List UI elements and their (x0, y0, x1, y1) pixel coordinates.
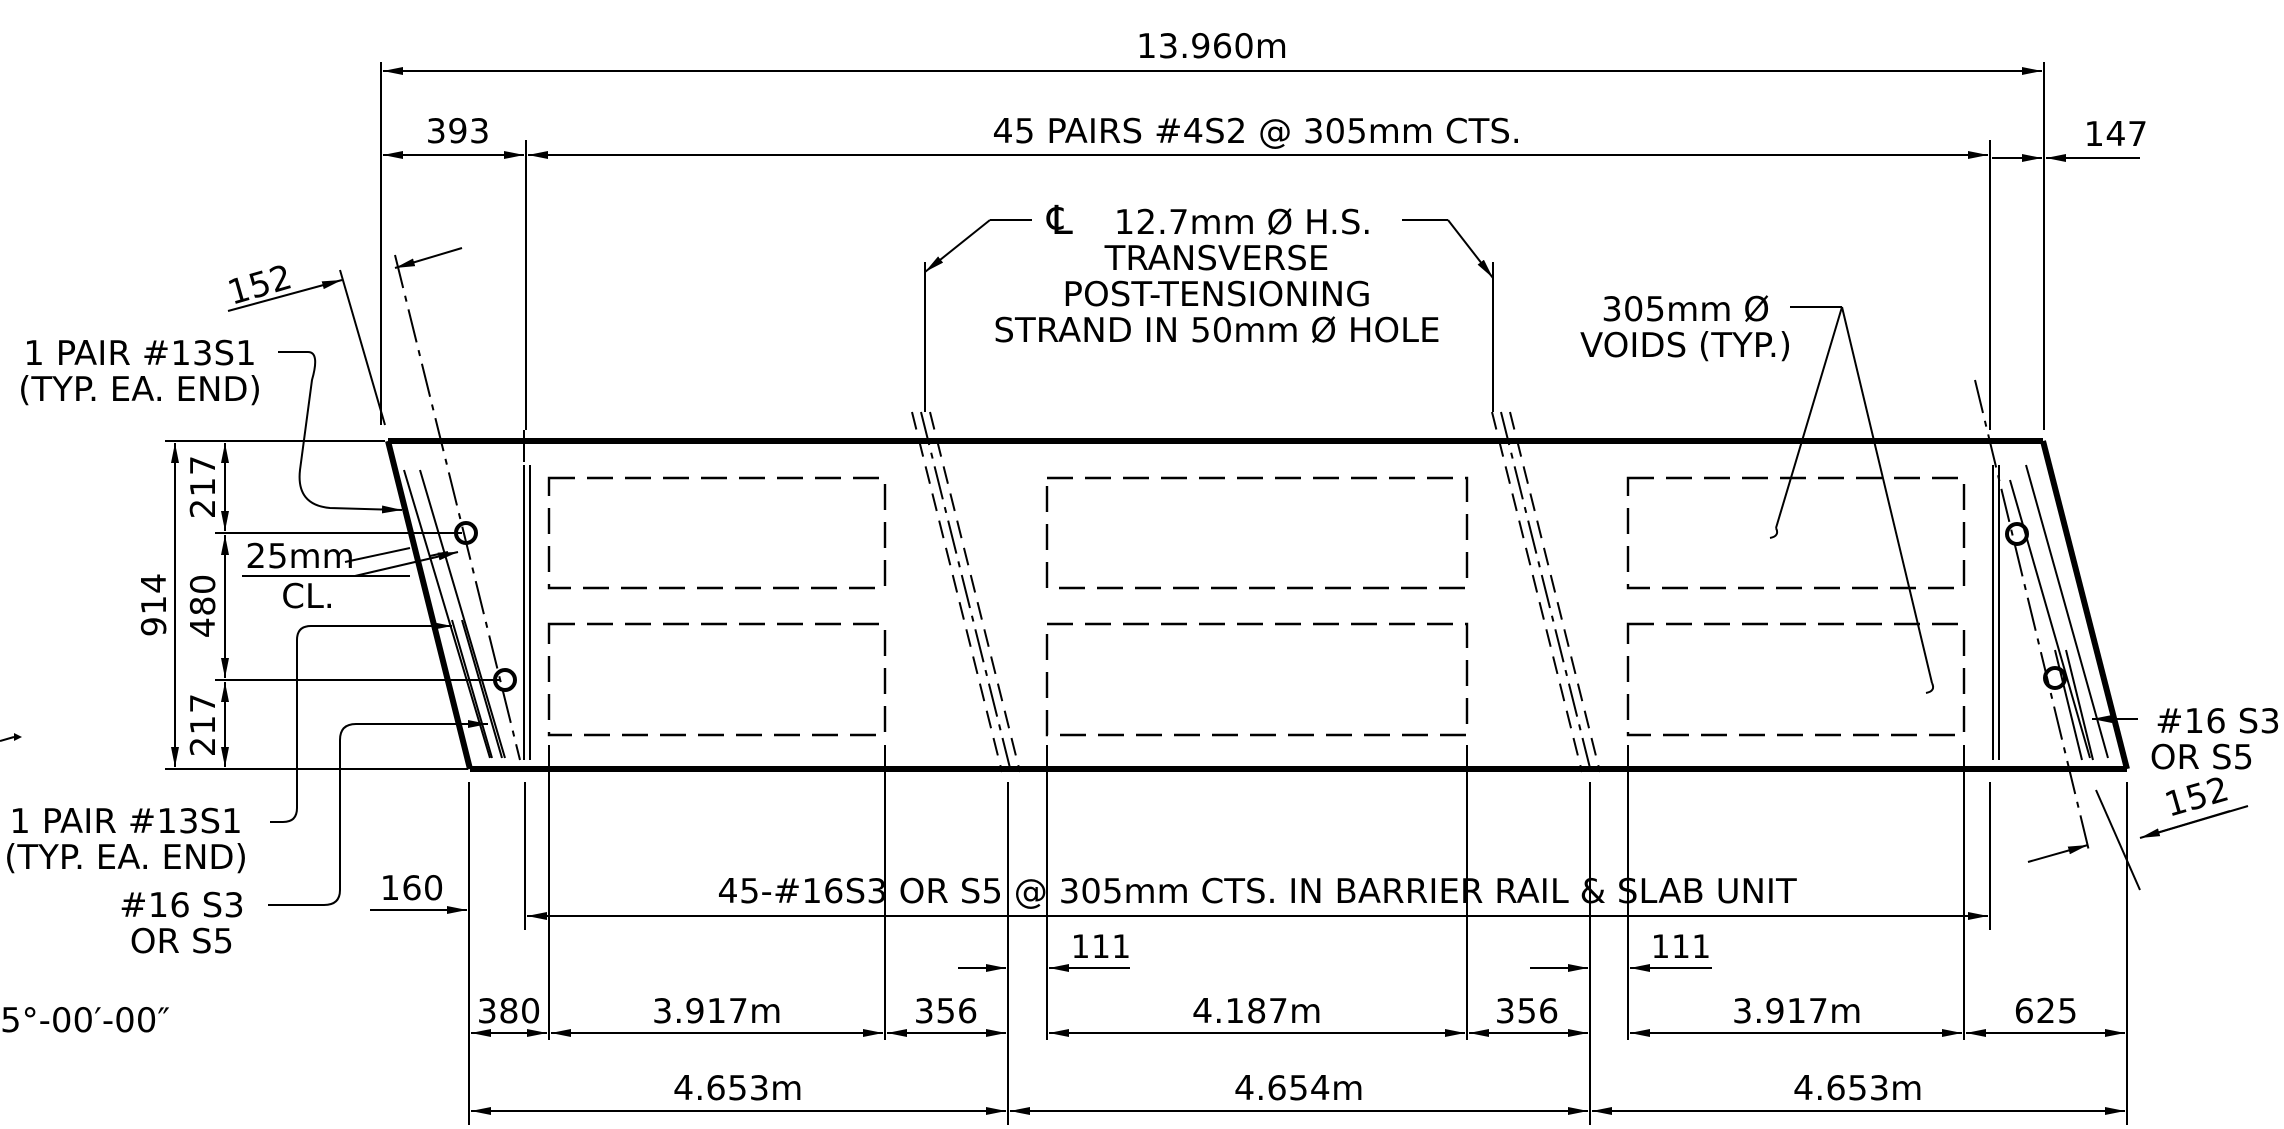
pairs-spacing-label: 45 PAIRS #4S2 @ 305mm CTS. (992, 112, 1522, 152)
dimension-labels: 13.960m 393 45 PAIRS #4S2 @ 305mm CTS. 1… (135, 27, 2234, 1109)
right-bar-line1: #16 S3 (2155, 702, 2281, 742)
bottom-pair-line1: 1 PAIR #13S1 (9, 802, 242, 842)
seg-void1-label: 3.917m (652, 992, 782, 1032)
strand-note-line4: STRAND IN 50mm Ø HOLE (993, 311, 1440, 351)
slab-outline (385, 438, 2130, 772)
seg-356-right-label: 356 (1495, 992, 1560, 1032)
right-offset-label: 147 (2084, 115, 2149, 155)
left-vertical-dimensions (0, 440, 500, 770)
depth-middle-label: 480 (184, 574, 224, 639)
seg-625-label: 625 (2014, 992, 2079, 1032)
bottom-dimensions (370, 745, 2128, 1125)
cover-line1: 25mm (245, 537, 355, 577)
strand-circle-icon (2043, 666, 2067, 690)
cover-line2: CL. (281, 577, 335, 617)
strand-note-line2: TRANSVERSE (1104, 239, 1330, 279)
strand-circle-icon (2005, 522, 2029, 546)
skew-dimension-bottom (2027, 789, 2249, 891)
leaders-left (242, 351, 488, 906)
leaders-top (924, 219, 2138, 723)
left-end-reinforcement (394, 254, 531, 761)
bars-spacing-label: 45-#16S3 OR S5 @ 305mm CTS. IN BARRIER R… (717, 872, 1797, 912)
seg-void3-label: 3.917m (1732, 992, 1862, 1032)
overall-length-label: 13.960m (1136, 27, 1288, 67)
seg-void2-label: 4.187m (1192, 992, 1322, 1032)
thirds-1-label: 4.653m (673, 1069, 803, 1109)
note-labels: ℄ 12.7mm Ø H.S. TRANSVERSE POST-TENSIONI… (0, 198, 2281, 1041)
thirds-2-label: 4.654m (1234, 1069, 1364, 1109)
voids (547, 476, 1966, 737)
strand-hole-right (1491, 411, 1601, 773)
left-offset-label: 393 (426, 112, 491, 152)
depth-total-label: 914 (135, 573, 175, 638)
top-dimensions (380, 62, 2140, 430)
skew-angle-label: 5°-00′-00″ (0, 1001, 170, 1041)
depth-bottom-label: 217 (184, 693, 224, 758)
strand-note-line1: 12.7mm Ø H.S. (1114, 203, 1373, 243)
top-pair-line2: (TYP. EA. END) (18, 370, 262, 410)
left-bar-line2: OR S5 (130, 922, 234, 962)
seg-380-label: 380 (477, 992, 542, 1032)
right-bar-line2: OR S5 (2150, 738, 2254, 778)
gap-right-label: 111 (1650, 928, 1711, 966)
voids-note-line1: 305mm Ø (1601, 290, 1770, 330)
left-bar-line1: #16 S3 (119, 886, 245, 926)
bottom-left-label: 160 (380, 869, 445, 909)
centerline-symbol: ℄ (1046, 198, 1073, 244)
voids-note-line2: VOIDS (TYP.) (1580, 326, 1792, 366)
skew-dimension-top (227, 247, 463, 426)
seg-356-left-label: 356 (914, 992, 979, 1032)
top-pair-line1: 1 PAIR #13S1 (23, 334, 256, 374)
right-end-reinforcement (1974, 379, 2109, 856)
strand-hole-left (911, 411, 1021, 773)
gap-left-label: 111 (1070, 928, 1131, 966)
depth-top-label: 217 (184, 455, 224, 520)
skew-top-label: 152 (223, 257, 296, 313)
bottom-pair-line2: (TYP. EA. END) (4, 838, 248, 878)
strand-note-line3: POST-TENSIONING (1063, 275, 1372, 315)
thirds-3-label: 4.653m (1793, 1069, 1923, 1109)
